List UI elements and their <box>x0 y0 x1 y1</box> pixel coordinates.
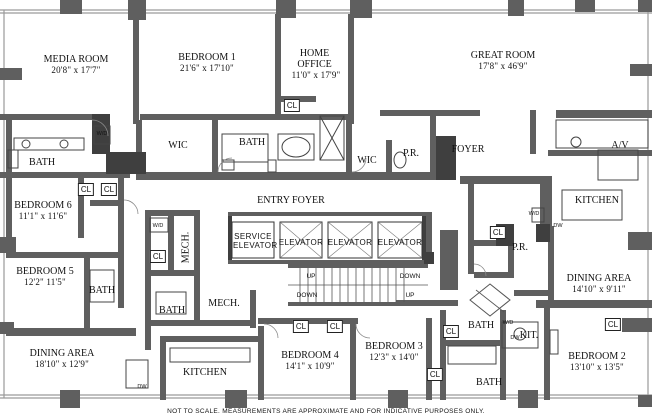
elevator-crosses <box>279 221 423 259</box>
label-bath-1: BATH <box>238 137 266 148</box>
stair-treads <box>288 268 428 302</box>
label-wic-2: WIC <box>357 155 377 166</box>
label-kitchen-east: KITCHEN <box>575 195 619 206</box>
label-wd-kit: W/D <box>502 320 514 326</box>
label-down-2: DOWN <box>296 292 318 299</box>
label-cl-bed6-a: CL <box>77 183 95 196</box>
label-cl-bed3-a: CL <box>442 325 460 338</box>
label-dw-west: DW <box>137 384 147 390</box>
label-foyer: FOYER <box>451 144 485 155</box>
disclaimer-note: NOT TO SCALE. MEASUREMENTS ARE APPROXIMA… <box>167 408 485 415</box>
label-elevator-3: ELEVATOR <box>377 238 423 247</box>
label-bath-6: BATH <box>475 377 503 388</box>
label-cl-bed4-a: CL <box>292 320 310 333</box>
diagonal-hall-line <box>475 289 505 313</box>
label-dw-east: DW <box>553 223 563 229</box>
diagonal-hall <box>469 283 511 317</box>
label-pr-2: P.R. <box>511 242 529 253</box>
label-up-1: UP <box>306 273 316 280</box>
label-down-1: DOWN <box>399 273 421 280</box>
label-cl-pr: CL <box>489 226 507 239</box>
label-cl-bed6-b: CL <box>100 183 118 196</box>
label-entry-foyer: ENTRY FOYER <box>257 195 325 206</box>
label-pr-1: P.R. <box>402 148 420 159</box>
label-service-elevator: SERVICE ELEVATOR <box>233 232 278 250</box>
label-mech-2: MECH. <box>208 298 240 309</box>
label-bath-3: BATH <box>88 285 116 296</box>
label-elevator-1: ELEVATOR <box>278 238 324 247</box>
label-bath-5: BATH <box>467 320 495 331</box>
label-up-2: UP <box>405 292 415 299</box>
label-elevator-2: ELEVATOR <box>327 238 373 247</box>
label-cl-core: CL <box>149 250 167 263</box>
label-wd-core: W/D <box>152 223 164 229</box>
label-dw-kit: DW <box>510 335 520 341</box>
label-kitchen-west: KITCHEN <box>183 367 227 378</box>
label-av: A/V <box>611 140 629 151</box>
label-cl-bed3-b: CL <box>426 368 444 381</box>
label-bath-2: BATH <box>28 157 56 168</box>
label-mech-1: MECH. <box>180 231 192 264</box>
label-kit: KIT. <box>519 330 539 341</box>
label-cl-bed2: CL <box>604 318 622 331</box>
label-cl-bed4-b: CL <box>326 320 344 333</box>
fixtures <box>7 115 649 389</box>
label-wd-top: W/D <box>96 131 108 137</box>
label-wic-1: WIC <box>168 140 188 151</box>
label-bath-4: BATH <box>158 305 186 316</box>
door-swings <box>91 119 487 339</box>
label-wd-kitchen: W/D <box>528 211 540 217</box>
label-cl-office: CL <box>283 99 301 112</box>
